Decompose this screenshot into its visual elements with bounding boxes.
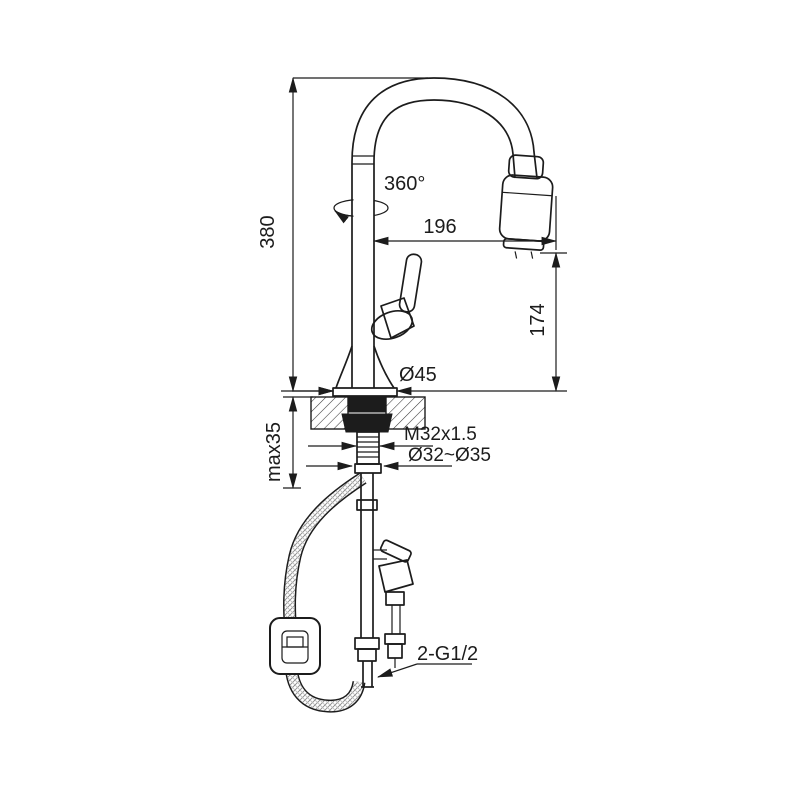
dimension-spout-reach: 196	[372, 196, 558, 250]
outlet-height-label: 174	[527, 303, 549, 336]
dimension-hole-diameter: Ø32~Ø35	[306, 445, 491, 471]
swivel-angle-label: 360°	[384, 173, 425, 195]
base-diameter-label: Ø45	[399, 364, 437, 386]
dimension-base-diameter: Ø45	[292, 364, 437, 396]
spout-reach-label: 196	[423, 216, 456, 238]
countertop	[310, 396, 426, 430]
spray-hose	[354, 473, 380, 688]
dimension-mounting-thread: M32x1.5	[308, 424, 477, 451]
total-height-label: 380	[257, 215, 279, 248]
hole-diameter-label: Ø32~Ø35	[408, 445, 491, 466]
spout-pipe-fill	[353, 160, 374, 388]
mounting-thread-label: M32x1.5	[404, 424, 477, 445]
hose-connection-callout: 2-G1/2	[377, 643, 478, 678]
faucet-spout	[351, 77, 538, 388]
spray-head	[498, 154, 554, 259]
max-thickness-label: max35	[263, 422, 285, 482]
mounting-hardware	[341, 396, 393, 474]
check-valve	[373, 539, 414, 668]
hose-weight	[269, 617, 321, 675]
faucet-handle	[370, 253, 423, 341]
dimension-max-thickness: max35	[263, 395, 313, 490]
hose-connection-label: 2-G1/2	[417, 643, 478, 665]
dimension-outlet-height: 174	[395, 251, 567, 396]
dimension-total-height: 380	[257, 76, 428, 396]
